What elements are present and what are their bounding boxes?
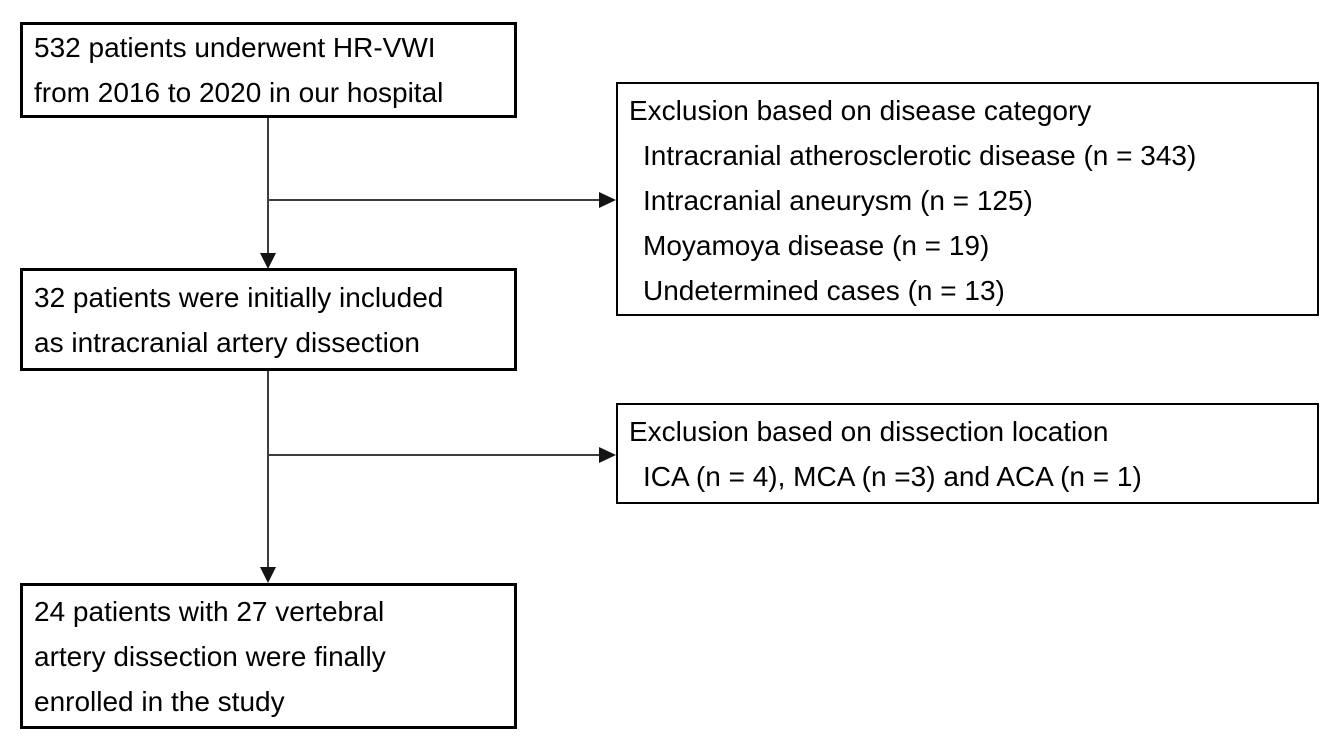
exclusion-box-disease-category: Exclusion based on disease category Intr… (616, 82, 1319, 316)
arrow-branch-location-exclusion (267, 447, 616, 463)
flow-box-cohort: 532 patients underwent HR-VWI from 2016 … (20, 22, 517, 118)
exclusion-disease-item: Intracranial aneurysm (n = 125) (643, 185, 1033, 216)
flow-box-initial-inclusion: 32 patients were initially included as i… (20, 268, 517, 371)
exclusion-disease-title: Exclusion based on disease category (629, 95, 1092, 126)
flow-box-final-enrollment-text: 24 patients with 27 vertebral artery dis… (34, 595, 386, 717)
arrow-branch-disease-exclusion (267, 192, 616, 208)
arrow-cohort-to-initial (260, 118, 276, 269)
arrow-initial-to-final (260, 371, 276, 583)
exclusion-location-item: ICA (n = 4), MCA (n =3) and ACA (n = 1) (643, 461, 1142, 492)
flow-box-cohort-text: 532 patients underwent HR-VWI from 2016 … (34, 32, 444, 108)
flow-box-initial-inclusion-text: 32 patients were initially included as i… (34, 281, 444, 358)
exclusion-disease-item: Undetermined cases (n = 13) (643, 275, 1005, 306)
exclusion-location-title: Exclusion based on dissection location (629, 416, 1109, 447)
flow-box-final-enrollment: 24 patients with 27 vertebral artery dis… (20, 583, 517, 729)
exclusion-box-dissection-location: Exclusion based on dissection location I… (616, 403, 1319, 504)
exclusion-disease-item: Moyamoya disease (n = 19) (643, 230, 990, 261)
exclusion-disease-item: Intracranial atherosclerotic disease (n … (643, 140, 1197, 171)
